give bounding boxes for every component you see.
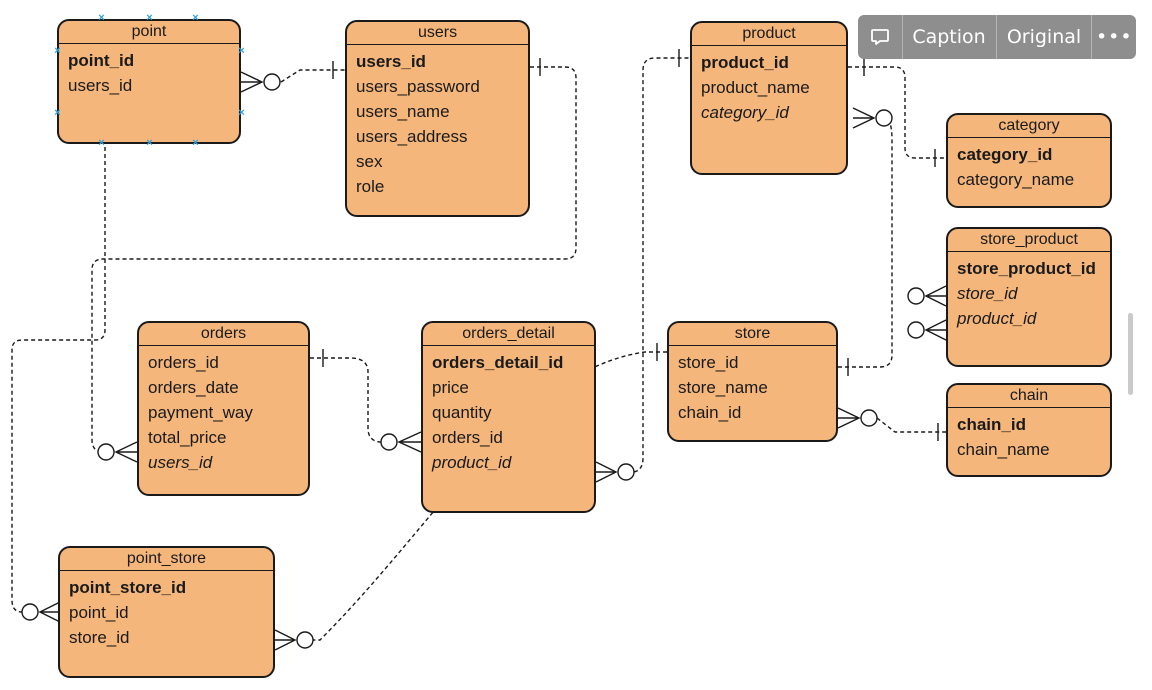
attr: sex (356, 152, 383, 171)
attr: orders_id (148, 353, 219, 372)
attr-primary-key: chain_id (957, 415, 1026, 434)
attr: chain_id (678, 403, 742, 422)
speech-bubble-icon (870, 29, 889, 45)
attr: quantity (432, 403, 492, 422)
attr: category_name (957, 170, 1075, 189)
attr: payment_way (148, 403, 253, 422)
entity-title: point_store (60, 548, 273, 571)
entity-store[interactable]: store store_id store_name chain_id (667, 321, 838, 442)
entity-title: store (669, 323, 836, 346)
attr-foreign-key: users_id (148, 453, 213, 472)
edge-point-pointstore (11, 70, 106, 613)
attr: price (432, 378, 469, 397)
edge-users-orders (91, 66, 577, 453)
attr-primary-key: store_product_id (957, 259, 1096, 278)
entity-product[interactable]: product product_id product_name category… (690, 21, 848, 175)
entity-title: category (948, 115, 1110, 138)
entity-title: product (692, 23, 846, 46)
attr-primary-key: point_id (68, 51, 135, 70)
entity-title: orders_detail (423, 323, 594, 346)
entity-category[interactable]: category category_id category_name (946, 113, 1112, 208)
attr: orders_id (432, 428, 503, 447)
entity-title: point (59, 21, 239, 44)
attr-foreign-key: product_id (432, 453, 512, 472)
attr: store_name (678, 378, 768, 397)
original-button[interactable]: Original (997, 15, 1093, 59)
attr: store_id (69, 628, 130, 647)
attr: users_password (356, 77, 480, 96)
attr-foreign-key: store_id (957, 284, 1018, 303)
attr: chain_name (957, 440, 1050, 459)
edge-product-category (848, 66, 946, 159)
more-dots-icon: ••• (1095, 26, 1133, 48)
edge-ordersdetail-product (633, 57, 690, 473)
attr-primary-key: category_id (957, 145, 1053, 164)
entity-title: chain (948, 385, 1110, 408)
attr: role (356, 177, 385, 196)
attr: total_price (148, 428, 227, 447)
attr-primary-key: orders_detail_id (432, 353, 564, 372)
attr: orders_date (148, 378, 239, 397)
edge-orders-ordersdetail (310, 357, 383, 443)
attr-primary-key: users_id (356, 52, 426, 71)
entity-orders[interactable]: orders orders_id orders_date payment_way… (137, 321, 310, 496)
attr: users_name (356, 102, 450, 121)
attr-primary-key: point_store_id (69, 578, 187, 597)
attr-foreign-key: category_id (701, 103, 789, 122)
entity-title: orders (139, 323, 308, 346)
entity-orders-detail[interactable]: orders_detail orders_detail_id price qua… (421, 321, 596, 513)
attr: users_address (356, 127, 468, 146)
caption-button[interactable]: Caption (903, 15, 997, 59)
edge-point-users (280, 69, 345, 83)
entity-title: users (347, 22, 528, 45)
entity-users[interactable]: users users_id users_password users_name… (345, 20, 530, 217)
more-options-button[interactable]: ••• (1092, 15, 1136, 59)
entity-store-product[interactable]: store_product store_product_id store_id … (946, 227, 1112, 367)
entity-title: store_product (948, 229, 1110, 252)
comment-button[interactable] (858, 15, 903, 59)
attr: product_name (701, 78, 810, 97)
entity-chain[interactable]: chain chain_id chain_name (946, 383, 1112, 477)
attr-foreign-key: product_id (957, 309, 1037, 328)
entity-point-store[interactable]: point_store point_store_id point_id stor… (58, 546, 275, 678)
entity-point[interactable]: point point_id users_id (57, 19, 241, 144)
edge-store-chain (876, 417, 946, 433)
attr: users_id (68, 76, 133, 95)
vertical-scrollbar[interactable] (1128, 313, 1133, 395)
attr-primary-key: product_id (701, 53, 789, 72)
attr: point_id (69, 603, 129, 622)
attr: store_id (678, 353, 739, 372)
image-toolbar: Caption Original ••• (858, 15, 1136, 59)
